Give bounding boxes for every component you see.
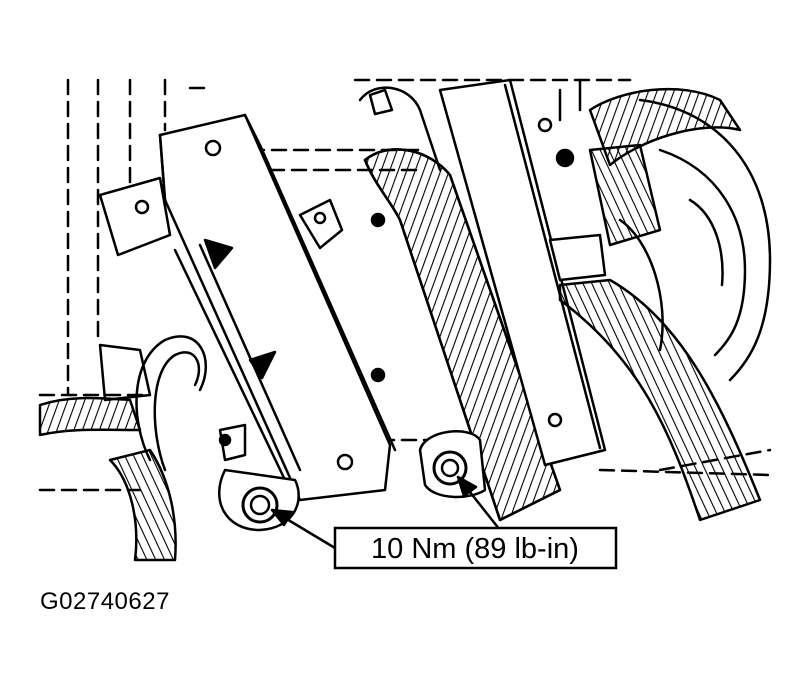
left-bracket[interactable] [98,113,397,502]
torque-callout: 10 Nm (89 lb-in) [333,526,618,570]
torque-callout-box [333,526,618,570]
right-bracket[interactable] [438,78,607,467]
bolt-right[interactable] [418,430,487,499]
right-wiring-harness [558,87,762,522]
corrugated-hose-center [358,86,562,522]
torque-callout-text: 10 Nm (89 lb-in) [371,533,579,565]
wire-clip [98,335,208,472]
figure-id: G02740627 [40,588,170,615]
callout-leaders [270,475,502,550]
bracket-arm [173,238,302,482]
stud-fasteners [368,88,394,383]
background-structure [38,78,772,492]
